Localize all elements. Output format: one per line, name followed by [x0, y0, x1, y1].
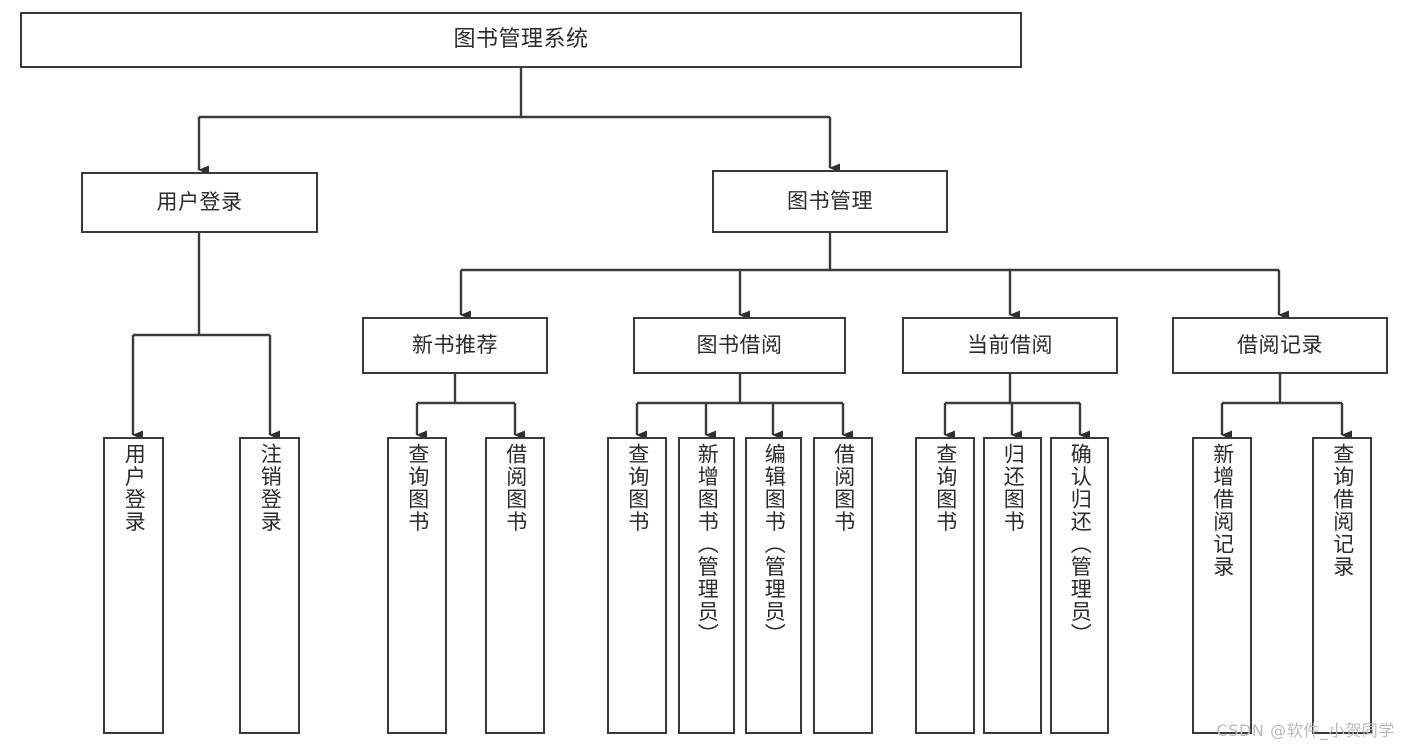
node-leaf-9[interactable]: 查询图书 [915, 437, 975, 734]
node-leaf-7-label: 编辑图书（管理员） [762, 443, 787, 646]
node-level2-3-label: 当前借阅 [967, 333, 1053, 358]
node-leaf-9-label: 查询图书 [933, 443, 958, 533]
node-leaf-13-label: 查询借阅记录 [1330, 443, 1355, 578]
node-leaf-11-label: 确认归还（管理员） [1068, 443, 1093, 646]
node-leaf-4[interactable]: 借阅图书 [485, 437, 545, 734]
node-leaf-11[interactable]: 确认归还（管理员） [1050, 437, 1109, 734]
node-level2-1[interactable]: 新书推荐 [362, 317, 548, 374]
node-leaf-8[interactable]: 借阅图书 [813, 437, 873, 734]
node-level2-4[interactable]: 借阅记录 [1172, 317, 1388, 374]
node-root-label: 图书管理系统 [453, 27, 589, 53]
node-leaf-5-label: 查询图书 [625, 443, 650, 533]
csdn-watermark: CSDN @软件_小贺同学 [1216, 721, 1395, 740]
node-leaf-10[interactable]: 归还图书 [983, 437, 1042, 734]
node-leaf-3-label: 查询图书 [405, 443, 430, 533]
node-level2-4-label: 借阅记录 [1237, 333, 1323, 358]
node-leaf-2[interactable]: 注销登录 [239, 437, 300, 734]
node-leaf-6-label: 新增图书（管理员） [695, 443, 720, 646]
node-level2-3[interactable]: 当前借阅 [902, 317, 1118, 374]
node-leaf-8-label: 借阅图书 [831, 443, 856, 533]
node-leaf-12[interactable]: 新增借阅记录 [1192, 437, 1252, 734]
node-level1-1[interactable]: 用户登录 [81, 172, 318, 233]
node-leaf-10-label: 归还图书 [1001, 443, 1026, 533]
node-leaf-4-label: 借阅图书 [503, 443, 528, 533]
node-leaf-12-label: 新增借阅记录 [1210, 443, 1235, 578]
connector-lines [131, 68, 1352, 440]
node-leaf-1-label: 用户登录 [122, 443, 147, 533]
node-level2-2[interactable]: 图书借阅 [633, 317, 846, 374]
node-leaf-7[interactable]: 编辑图书（管理员） [745, 437, 802, 734]
node-root[interactable]: 图书管理系统 [20, 12, 1022, 68]
node-leaf-13[interactable]: 查询借阅记录 [1312, 437, 1372, 734]
node-level2-2-label: 图书借阅 [696, 333, 783, 358]
node-level1-2-label: 图书管理 [787, 189, 873, 214]
node-leaf-6[interactable]: 新增图书（管理员） [678, 437, 735, 734]
node-leaf-3[interactable]: 查询图书 [387, 437, 447, 734]
node-leaf-5[interactable]: 查询图书 [607, 437, 667, 734]
node-level1-1-label: 用户登录 [156, 190, 243, 215]
node-leaf-1[interactable]: 用户登录 [103, 437, 164, 734]
node-leaf-2-label: 注销登录 [258, 443, 283, 533]
node-level1-2[interactable]: 图书管理 [712, 170, 948, 233]
node-level2-1-label: 新书推荐 [412, 333, 498, 358]
